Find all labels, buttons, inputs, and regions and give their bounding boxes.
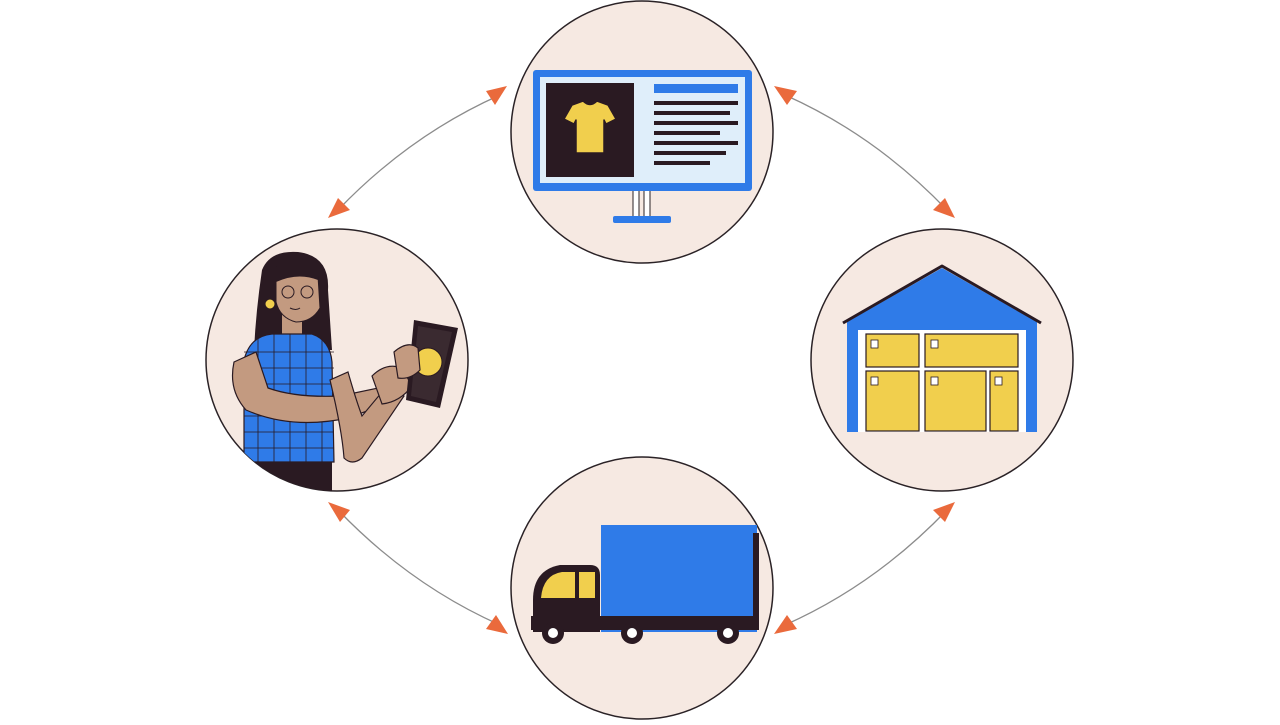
delivery-truck-icon xyxy=(531,525,759,644)
connector-store-warehouse xyxy=(774,86,955,218)
connectors xyxy=(328,86,955,634)
computer-monitor-icon xyxy=(533,70,752,223)
boxes-icon xyxy=(865,333,1019,432)
arrowhead-icon xyxy=(486,86,507,105)
node-online-store xyxy=(510,0,774,264)
shirt-icon xyxy=(563,100,617,154)
connector-customer-store xyxy=(328,86,507,218)
arrowhead-icon xyxy=(933,502,955,522)
node-warehouse xyxy=(810,228,1074,492)
arrowhead-icon xyxy=(486,615,508,634)
woman-using-smartphone-icon xyxy=(231,251,458,491)
arrowhead-icon xyxy=(774,86,797,105)
arrowhead-icon xyxy=(774,615,797,634)
connector-delivery-customer xyxy=(328,502,508,634)
connector-warehouse-delivery xyxy=(774,502,955,634)
wheel-icon xyxy=(542,622,564,644)
warehouse-icon xyxy=(842,264,1042,432)
wheel-icon xyxy=(717,622,739,644)
node-delivery xyxy=(510,456,774,720)
wheel-icon xyxy=(621,622,643,644)
arrowhead-icon xyxy=(328,198,350,218)
arrowhead-icon xyxy=(328,502,350,522)
smartphone-icon xyxy=(406,320,458,408)
node-customer xyxy=(205,228,469,492)
arrowhead-icon xyxy=(933,198,955,218)
